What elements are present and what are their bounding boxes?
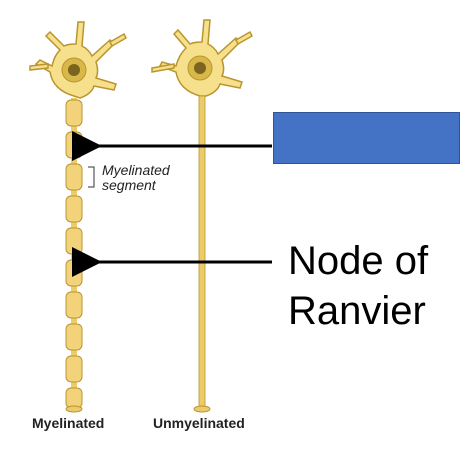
unmyelinated-caption: Unmyelinated [153, 415, 245, 431]
node-label-line2: Ranvier [288, 289, 426, 333]
myelinated-segment-label: Myelinated segment [102, 163, 170, 193]
myelinated-caption: Myelinated [32, 415, 105, 431]
myelinated-nucleolus [68, 64, 80, 76]
unmyelinated-axon [193, 95, 211, 413]
node-label-line1: Node of [288, 239, 429, 283]
segment-label-line2: segment [102, 177, 156, 193]
segment-label-line1: Myelinated [102, 162, 170, 178]
segment-bracket [88, 166, 95, 188]
unmyelinated-nucleolus [194, 62, 206, 74]
myelinated-axon [65, 98, 83, 413]
node-of-ranvier-label: Node of Ranvier [288, 236, 468, 336]
answer-box[interactable] [273, 112, 460, 164]
